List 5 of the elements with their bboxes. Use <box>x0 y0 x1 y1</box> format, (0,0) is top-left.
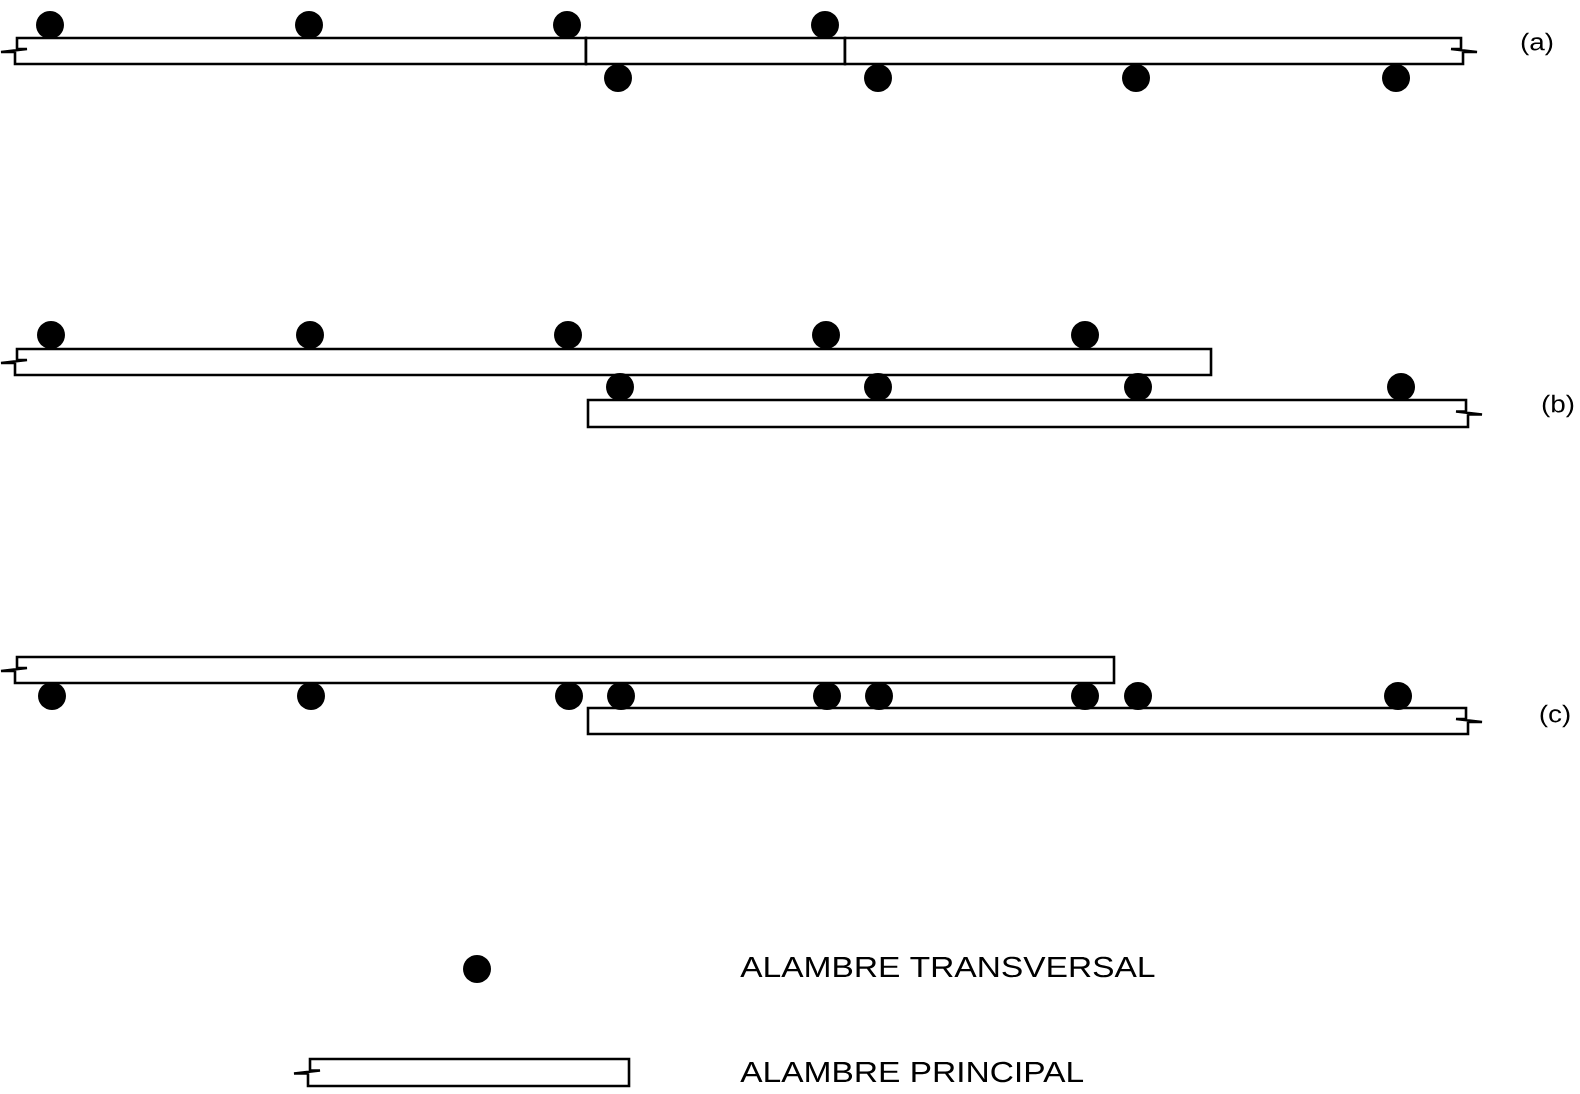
panel-label: (c) <box>1540 704 1570 728</box>
legend-text: ALAMBRE PRINCIPAL <box>740 1061 1084 1083</box>
panel-label: (b) <box>1542 394 1574 418</box>
legend-text: ALAMBRE TRANSVERSAL <box>740 956 1155 978</box>
panel-label: (a) <box>1521 32 1553 56</box>
